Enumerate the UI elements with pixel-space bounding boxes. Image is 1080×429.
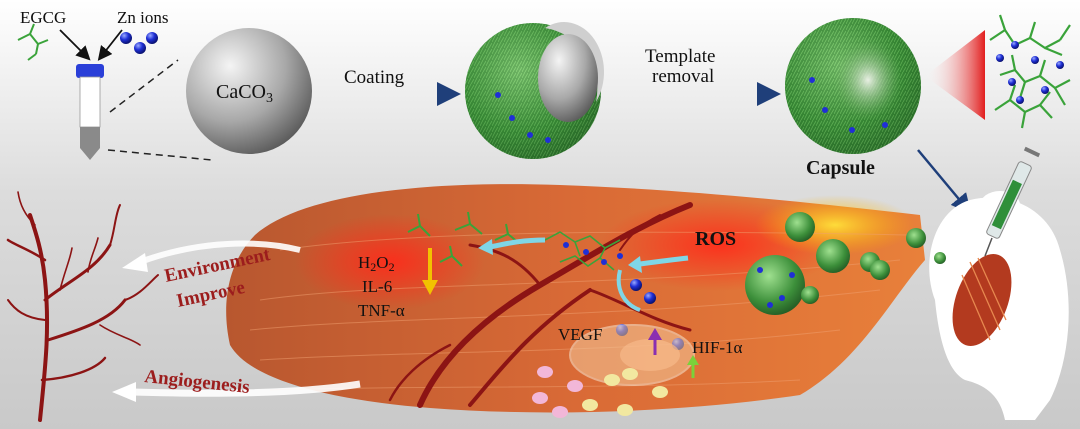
- egcg-molecules-tissue: [407, 211, 521, 267]
- released-zn-ions: [563, 242, 623, 265]
- vessel-tree-icon: [6, 191, 159, 422]
- scavenge-arrow: [489, 237, 546, 250]
- decrease-arrow: [422, 248, 438, 295]
- zn-ion-balls: [120, 32, 158, 54]
- h2o2-label: H2O2: [358, 253, 395, 274]
- migrating-cells: [532, 366, 668, 418]
- coated-sphere: [465, 21, 605, 159]
- zn-ions-label: Zn ions: [117, 8, 168, 27]
- test-tube-icon: [76, 64, 104, 160]
- vegf-label: VEGF: [558, 325, 602, 344]
- angiogenesis-arrow: [112, 380, 361, 402]
- zoom-line-top: [109, 59, 179, 113]
- cell: [569, 324, 695, 386]
- small-capsule: [934, 252, 946, 264]
- template-label-line2: removal: [652, 66, 714, 87]
- increase-arrow-green: [687, 355, 699, 378]
- egcg-to-tube-arrow: [59, 29, 91, 61]
- tnf-label: TNF-α: [358, 301, 405, 320]
- caco3-label: CaCO3: [216, 81, 273, 106]
- syringe-icon: [984, 146, 1041, 257]
- zn-to-tube-arrow: [97, 29, 123, 61]
- il6-label: IL-6: [362, 277, 392, 296]
- blood-vessels: [388, 202, 693, 408]
- increase-arrow-purple: [648, 328, 662, 355]
- zoom-beam: [925, 30, 985, 120]
- coating-label: Coating: [344, 67, 405, 88]
- capsule-sphere: [785, 18, 921, 154]
- egcg-label: EGCG: [20, 8, 66, 27]
- zn-release-arrow: [616, 269, 641, 312]
- capsule-label: Capsule: [806, 157, 875, 179]
- egcg-molecule-icon: [17, 23, 49, 61]
- egcg-zn-network-icon: [989, 14, 1071, 129]
- template-label-line1: Template: [645, 46, 715, 67]
- hif-label: HIF-1α: [692, 338, 743, 357]
- ros-arrow: [639, 255, 689, 267]
- capsules-in-tissue: [745, 212, 926, 315]
- caco3-sphere: [186, 28, 312, 154]
- injection-arrow: [917, 149, 972, 214]
- zoom-line-bottom: [107, 149, 213, 161]
- ros-label: ROS: [695, 228, 736, 250]
- environment-arrow: [122, 240, 301, 272]
- muscle-tissue-icon: [952, 254, 1012, 346]
